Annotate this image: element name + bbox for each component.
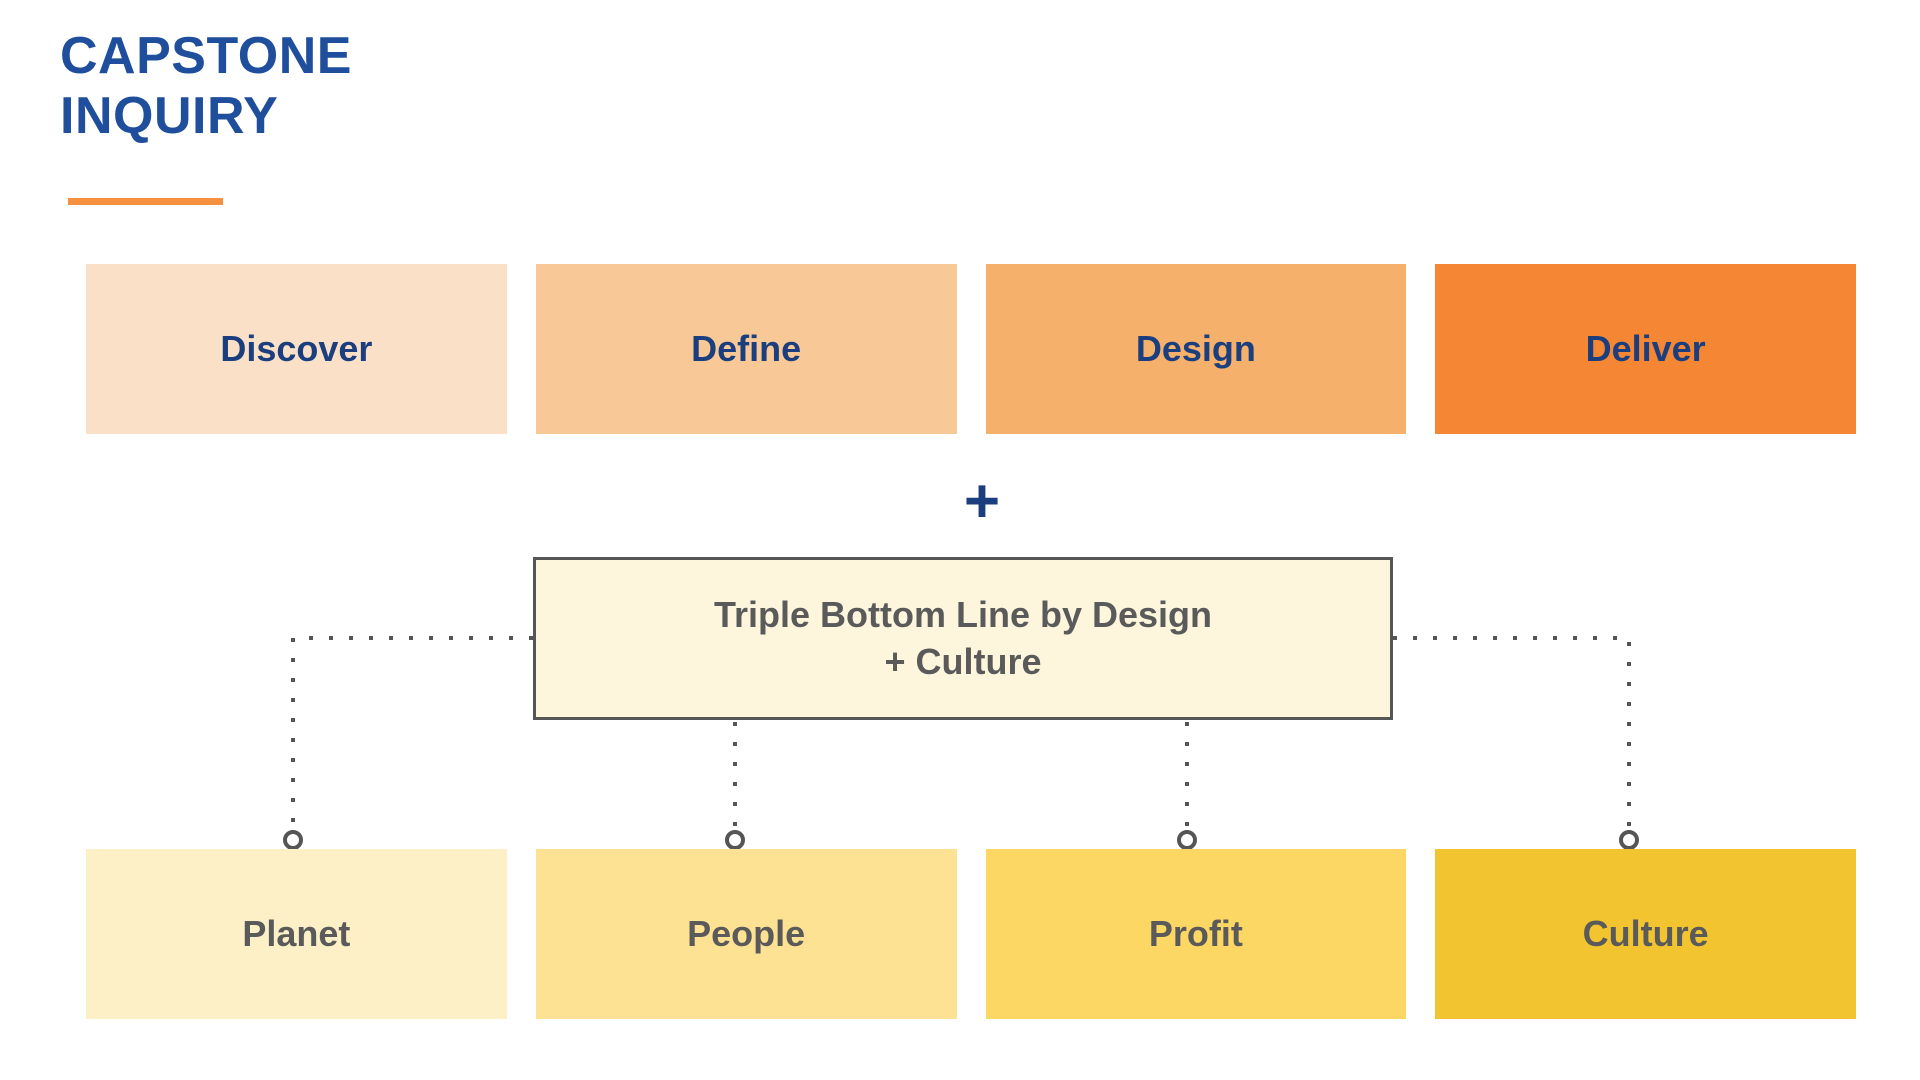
phase-label-discover: Discover (220, 328, 373, 369)
pillar-label-profit: Profit (1148, 913, 1243, 954)
central-node-box[interactable]: Triple Bottom Line by Design + Culture (533, 557, 1393, 720)
pillar-box-culture[interactable]: Culture (1435, 849, 1856, 1019)
pillar-label-people: People (687, 913, 806, 954)
phase-box-discover[interactable]: Discover (86, 264, 507, 434)
phase-box-design[interactable]: Design (985, 264, 1407, 434)
phase-label-design: Design (1135, 328, 1256, 369)
central-node-line-2: + Culture (884, 640, 1042, 682)
page-title-line-2: INQUIRY (60, 87, 279, 146)
pillar-label-culture: Culture (1582, 913, 1709, 954)
phase-label-define: Define (691, 328, 802, 369)
connector-path-planet (291, 636, 533, 832)
pillar-label-planet: Planet (242, 913, 351, 954)
connector-endpoint-planet (283, 830, 303, 850)
phase-label-deliver: Deliver (1585, 328, 1706, 369)
phase-row: Discover Define Design Deliver (86, 264, 1856, 434)
page-title: CAPSTONE INQUIRY (60, 26, 660, 147)
page-title-line-1: CAPSTONE (60, 27, 352, 85)
phase-box-deliver[interactable]: Deliver (1435, 264, 1856, 434)
title-underline-rule (68, 198, 223, 205)
central-node-line-1: Triple Bottom Line by Design (713, 593, 1213, 635)
connector-endpoint-profit (1177, 830, 1197, 850)
plus-operator-icon: + (963, 467, 1001, 536)
pillar-box-profit[interactable]: Profit (985, 849, 1407, 1019)
connector-path-culture (1393, 636, 1631, 832)
pillar-row: Planet People Profit Culture (86, 849, 1856, 1019)
pillar-box-planet[interactable]: Planet (86, 849, 507, 1019)
pillar-box-people[interactable]: People (535, 849, 957, 1019)
phase-box-define[interactable]: Define (535, 264, 957, 434)
connector-endpoint-culture (1619, 830, 1639, 850)
connector-endpoint-people (725, 830, 745, 850)
